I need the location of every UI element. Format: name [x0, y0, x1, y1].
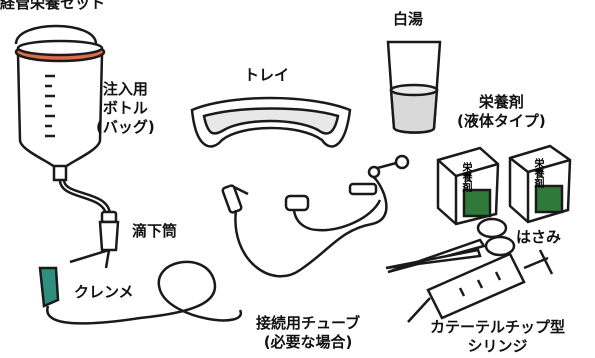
nutrient-label-line1: 栄養剤: [478, 93, 524, 111]
bottle-label-line1: 注入用: [102, 80, 148, 98]
tray-label: トレイ: [244, 66, 290, 84]
tube-label-line1: 接続用チューブ: [256, 314, 361, 332]
syringe-label-line1: カテーテルチップ型: [430, 318, 566, 336]
hot-water-label: 白湯: [393, 10, 424, 28]
tube-label-line2: (必要な場合): [263, 333, 353, 351]
nutrient-box-text-2: 栄養剤: [532, 158, 543, 188]
nutrient-label-line2: (液体タイプ): [457, 112, 546, 130]
bottle-label: 注入用 ボトル (バッグ): [96, 80, 155, 137]
scissors-label: はさみ: [516, 228, 562, 246]
scissors-icon: [386, 219, 514, 272]
clamp-icon: [40, 262, 241, 323]
tube-label: 接続用チューブ (必要な場合): [256, 314, 360, 352]
page-title: 経管栄養セット: [0, 0, 106, 12]
bottle-label-line2: ボトル: [102, 99, 148, 117]
connection-tube-icon: [222, 156, 408, 276]
water-glass-icon: [388, 42, 440, 133]
syringe-icon: [408, 250, 552, 322]
nutrient-label: 栄養剤 (液体タイプ): [457, 93, 546, 131]
nutrient-box-icon: [438, 146, 570, 224]
feeding-bottle-icon: [16, 26, 110, 214]
clamp-label: クレンメ: [74, 283, 134, 301]
bottle-label-line3: (バッグ): [96, 118, 155, 136]
drip-chamber-icon: [70, 212, 118, 268]
nutrient-box-text-1: 栄養剤: [460, 162, 471, 192]
syringe-label: カテーテルチップ型 シリンジ: [430, 318, 565, 356]
drip-chamber-label: 滴下筒: [132, 222, 178, 240]
syringe-label-line2: シリンジ: [467, 337, 528, 355]
tray-icon: [192, 98, 350, 146]
